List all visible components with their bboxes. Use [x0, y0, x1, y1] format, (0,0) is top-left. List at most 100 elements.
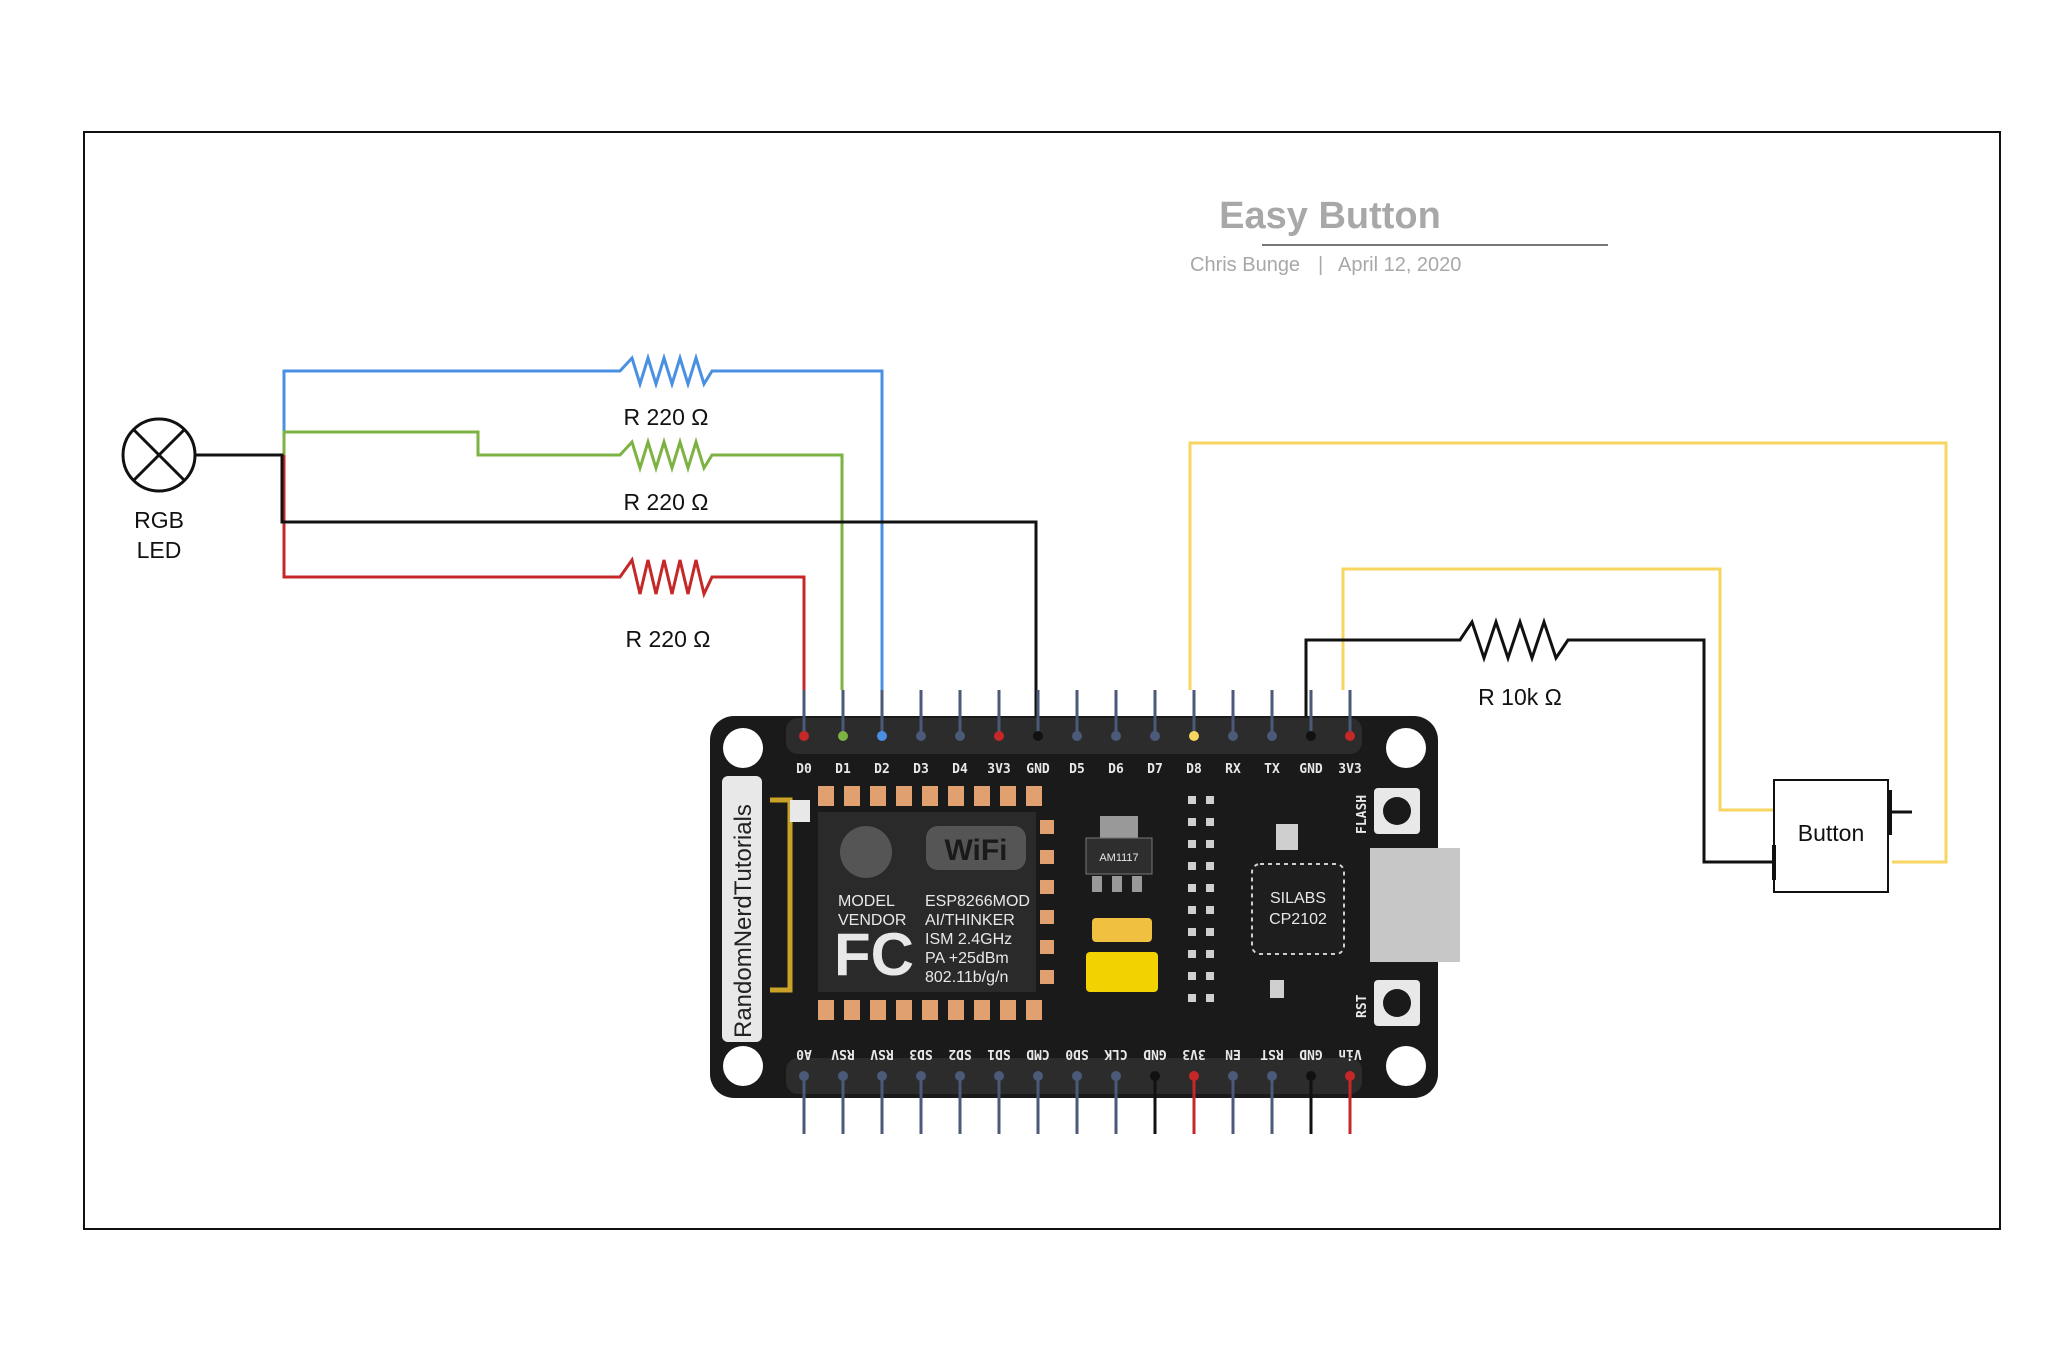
top-pin-label: 3V3 [987, 762, 1010, 777]
bottom-pin-label: GND [1143, 1046, 1167, 1061]
top-pin-label: D6 [1108, 762, 1124, 777]
bottom-pin-pad [994, 1071, 1004, 1081]
author-name: Chris Bunge [1190, 254, 1300, 276]
bottom-pin-pad [1306, 1071, 1316, 1081]
bottom-pin-pad [955, 1071, 965, 1081]
resistor-blue-label: R 220 Ω [624, 404, 709, 430]
top-pin-pad [1306, 731, 1316, 741]
top-pin-label: D1 [835, 762, 851, 777]
top-pin-pad [1345, 731, 1355, 741]
top-pin-label: GND [1026, 762, 1050, 777]
bottom-pin-pad [877, 1071, 887, 1081]
top-pin-label: GND [1299, 762, 1323, 777]
top-pin-label: D7 [1147, 762, 1163, 777]
mount-hole-bottom-right [1386, 1046, 1426, 1086]
diagram-date: April 12, 2020 [1338, 254, 1461, 276]
module-model: MODEL [838, 893, 895, 910]
bottom-pin-label: RST [1260, 1046, 1284, 1061]
bottom-pin-label: CLK [1104, 1046, 1128, 1061]
module-power: PA +25dBm [925, 950, 1009, 967]
button-label: Button [1798, 820, 1865, 846]
top-pin-pad [877, 731, 887, 741]
flash-label: FLASH [1355, 795, 1370, 834]
top-pin-pad [838, 731, 848, 741]
top-pin-pad [1111, 731, 1121, 741]
bottom-pin-pad [1189, 1071, 1199, 1081]
module-pads-bottom [818, 1000, 1042, 1020]
bottom-pin-label: Vin [1338, 1046, 1361, 1061]
espressif-logo [840, 826, 892, 878]
fcc-logo: FC [834, 921, 914, 988]
wire-pullup-resistor [1304, 617, 1774, 864]
bottom-pin-pad [1150, 1071, 1160, 1081]
small-diode [1270, 980, 1284, 998]
nodemcu-board: FC WiFi [710, 716, 1460, 1098]
top-pin-label: D4 [952, 762, 968, 777]
led-label-line2: LED [137, 537, 182, 563]
bottom-pin-pad [916, 1071, 926, 1081]
usb-chip-line1: SILABS [1270, 890, 1326, 907]
bottom-pin-pad [838, 1071, 848, 1081]
bottom-pin-label: RSV [831, 1046, 855, 1061]
module-standard: 802.11b/g/n [925, 969, 1008, 986]
resistor-green-label: R 220 Ω [624, 489, 709, 515]
bottom-pin-pad [1111, 1071, 1121, 1081]
module-pads-top [818, 786, 1042, 806]
top-pin-pad [1072, 731, 1082, 741]
module-maker: AI/THINKER [925, 912, 1015, 929]
tantalum-capacitor-small [1092, 918, 1152, 942]
bottom-pin-pad [1072, 1071, 1082, 1081]
bottom-pin-label: RSV [870, 1046, 894, 1061]
board-brand: RandomNerdTutorials [730, 804, 757, 1038]
module-vendor: VENDOR [838, 912, 906, 929]
wire-blue [282, 352, 884, 690]
mount-hole-top-right [1386, 728, 1426, 768]
bottom-pin-pad [1267, 1071, 1277, 1081]
wifi-logo-text: WiFi [944, 834, 1007, 867]
bottom-pin-label: A0 [796, 1046, 812, 1061]
header-separator: | [1318, 254, 1323, 276]
top-pin-label: D8 [1186, 762, 1202, 777]
module-band: ISM 2.4GHz [925, 931, 1012, 948]
bottom-pin-label: GND [1299, 1046, 1323, 1061]
top-pin-label: 3V3 [1338, 762, 1361, 777]
top-pin-pad [799, 731, 809, 741]
dotted-pin-column [1188, 796, 1214, 1002]
small-ic [1276, 824, 1298, 850]
bottom-pin-label: SD1 [987, 1046, 1011, 1061]
module-pads-side [1040, 820, 1054, 984]
regulator-label: AM1117 [1099, 852, 1138, 864]
antenna-trace [770, 797, 793, 993]
rst-label: RST [1355, 994, 1370, 1018]
top-pin-label: TX [1264, 762, 1280, 777]
regulator-tab [1100, 816, 1138, 838]
status-led [790, 800, 810, 822]
top-pin-pad [994, 731, 1004, 741]
top-pin-pad [955, 731, 965, 741]
top-pin-pad [1150, 731, 1160, 741]
usb-port [1370, 848, 1460, 962]
bottom-pin-label: 3V3 [1182, 1046, 1205, 1061]
top-pin-label: D5 [1069, 762, 1085, 777]
top-pin-pad [1267, 731, 1277, 741]
diagram-title: Easy Button [1219, 195, 1441, 237]
bottom-pin-pad [1345, 1071, 1355, 1081]
brand-strip [722, 776, 762, 1042]
regulator-ic [1085, 837, 1153, 875]
wire-yellow-inner [1341, 567, 1774, 812]
rgb-led-symbol [121, 417, 197, 493]
bottom-pin-label: SD0 [1065, 1046, 1089, 1061]
mount-hole-bottom-left [723, 1046, 763, 1086]
top-pin-label: D2 [874, 762, 890, 777]
bottom-pin-label: CMD [1026, 1046, 1050, 1061]
resistor-pullup-label: R 10k Ω [1478, 684, 1562, 710]
wire-green [282, 430, 844, 690]
top-pin-pad [916, 731, 926, 741]
top-pin-pad [1189, 731, 1199, 741]
mount-hole-top-left [723, 728, 763, 768]
bottom-pin-label: SD3 [909, 1046, 932, 1061]
resistor-red-label: R 220 Ω [626, 626, 711, 652]
